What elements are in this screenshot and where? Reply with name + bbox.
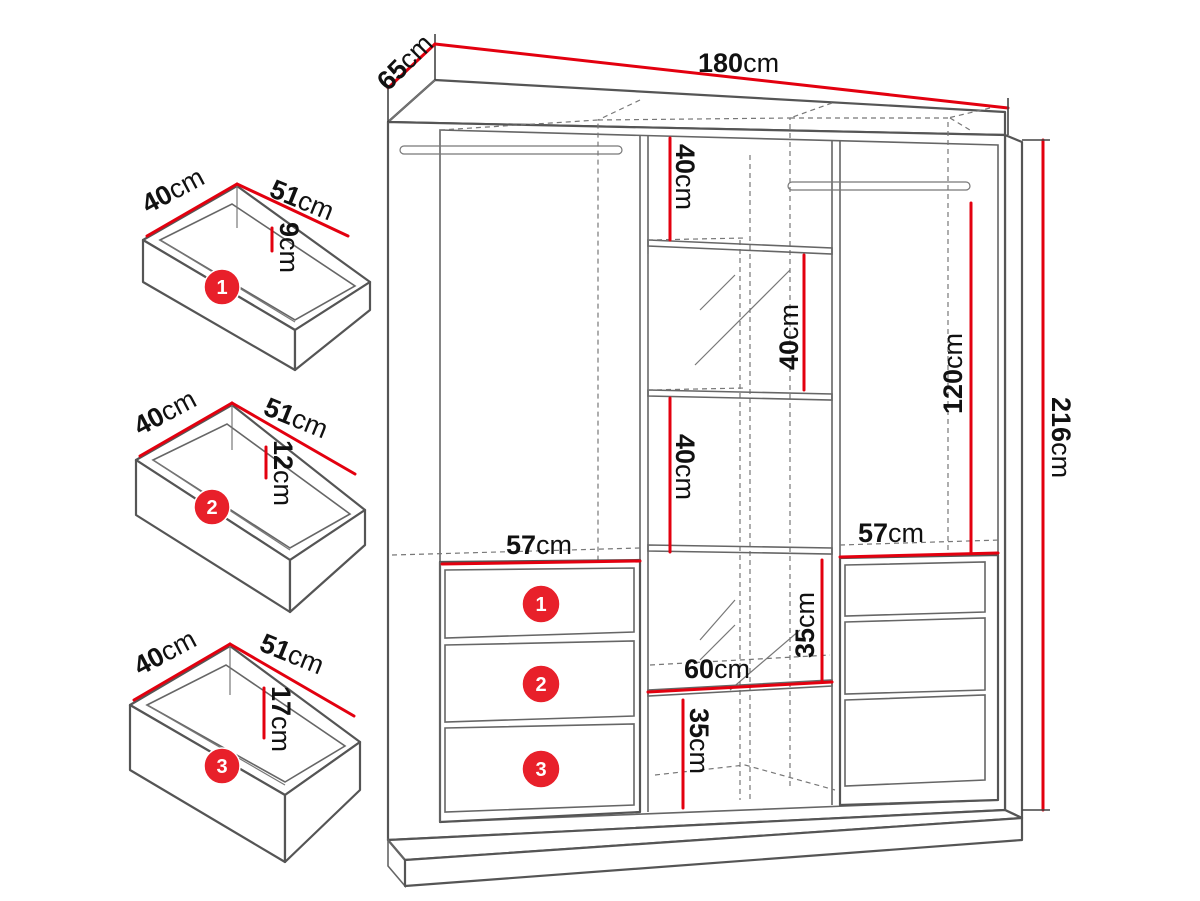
svg-text:2: 2 (206, 497, 217, 519)
svg-text:1: 1 (535, 594, 546, 616)
top-center-shelf-label: 40cm (670, 144, 700, 210)
center-low-upper-height-label: 35cm (790, 592, 820, 658)
center-low-bottom-height-label: 35cm (684, 708, 714, 774)
right-drawer-width-label: 57cm (858, 518, 924, 548)
drawer-1-diagram: 1 (141, 182, 372, 372)
left-drawer-width-label: 57cm (506, 530, 572, 560)
svg-text:3: 3 (535, 759, 546, 781)
middle-center-shelf-label: 40cm (670, 434, 700, 500)
right-hanging-rod (787, 181, 971, 191)
wardrobe-drawer-badge-1: 1 (521, 584, 561, 624)
wardrobe-drawer-badge-2: 2 (521, 664, 561, 704)
wardrobe-drawer-badge-3: 3 (521, 749, 561, 789)
mirror-shelf-label: 40cm (774, 304, 804, 370)
drawer-2-height-label: 12cm (268, 440, 298, 506)
drawer-1-height-label: 9cm (274, 222, 304, 273)
left-hanging-rod (399, 145, 623, 155)
center-low-width-label: 60cm (684, 654, 750, 684)
overall-height-label: 216cm (1046, 397, 1076, 478)
svg-text:1: 1 (216, 277, 227, 299)
overall-width-label: 180cm (698, 48, 779, 78)
right-drawer-stack (838, 553, 1000, 807)
wardrobe-dimension-lines (386, 34, 1050, 812)
wardrobe: 1 2 3 (386, 78, 1024, 889)
svg-text:3: 3 (216, 756, 227, 778)
drawer-3-diagram: 3 (128, 642, 362, 864)
drawer-2-diagram: 2 (134, 401, 367, 614)
drawer-3-height-label: 17cm (266, 686, 296, 752)
wardrobe-right-side (1003, 133, 1024, 820)
right-hanging-height-label: 120cm (938, 333, 968, 414)
svg-text:2: 2 (535, 674, 546, 696)
